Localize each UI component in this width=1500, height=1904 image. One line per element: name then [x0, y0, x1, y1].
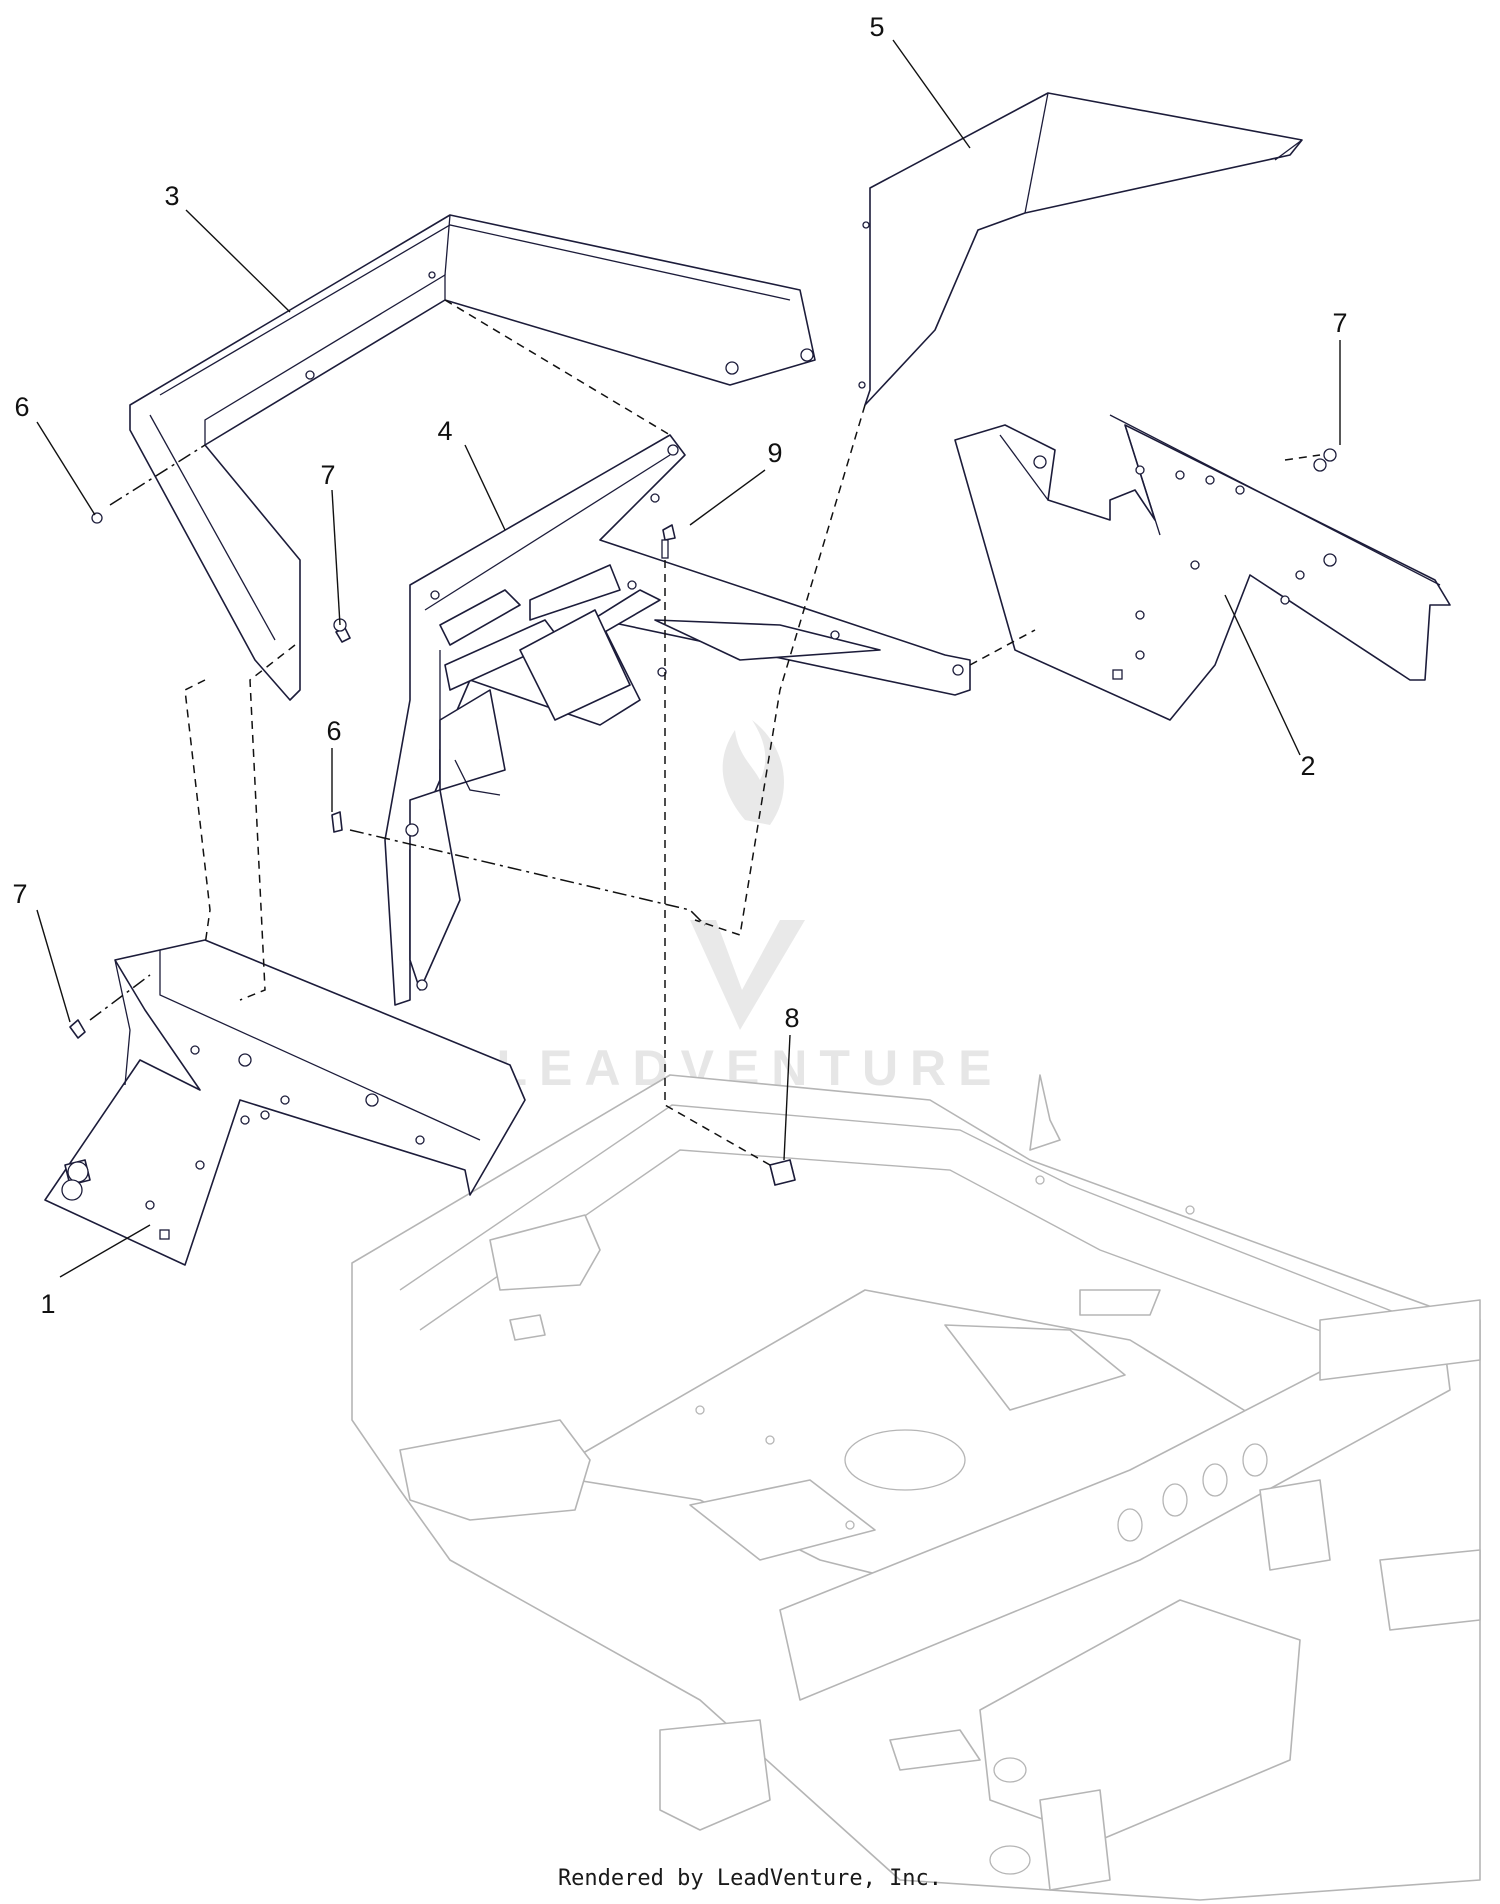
render-credit: Rendered by LeadVenture, Inc.: [557, 1866, 943, 1891]
hardware: [69, 448, 1337, 1186]
callouts: 3 4 5 7 9 6 7 6 7 8 1 2: [12, 12, 1347, 1319]
callout-2: 2: [1300, 751, 1315, 781]
nut-7-right-b: [1313, 458, 1327, 472]
callout-7-center: 7: [320, 460, 335, 490]
nut-7-lower-left: [69, 1019, 86, 1039]
part-2-right-panel: [954, 414, 1451, 721]
callout-6-upper: 6: [14, 392, 29, 422]
part-4-center-bracket: [384, 434, 971, 1006]
callout-9: 9: [767, 438, 782, 468]
leader-lines: [36, 39, 1341, 1278]
callout-4: 4: [437, 416, 452, 446]
watermark-logo: LEADVENTURE: [496, 720, 992, 1096]
part-1-left-panel: [44, 939, 526, 1266]
clip-8: [769, 1159, 796, 1186]
part-5-shield: [858, 92, 1303, 406]
assembly-lines: [89, 299, 1321, 1166]
nut-6-upper: [91, 512, 103, 524]
bolt-6-lower: [331, 811, 343, 833]
callout-3: 3: [164, 181, 179, 211]
nut-7-right-a: [1323, 448, 1337, 462]
callout-1: 1: [40, 1289, 55, 1319]
callout-6-lower: 6: [326, 716, 341, 746]
callout-7-left: 7: [12, 879, 27, 909]
bolt-9-shank: [661, 539, 669, 559]
callout-5: 5: [869, 12, 884, 42]
bolt-9: [662, 524, 676, 541]
chassis-frame: [351, 1074, 1481, 1901]
callout-8: 8: [784, 1003, 799, 1033]
callout-7-right: 7: [1332, 308, 1347, 338]
